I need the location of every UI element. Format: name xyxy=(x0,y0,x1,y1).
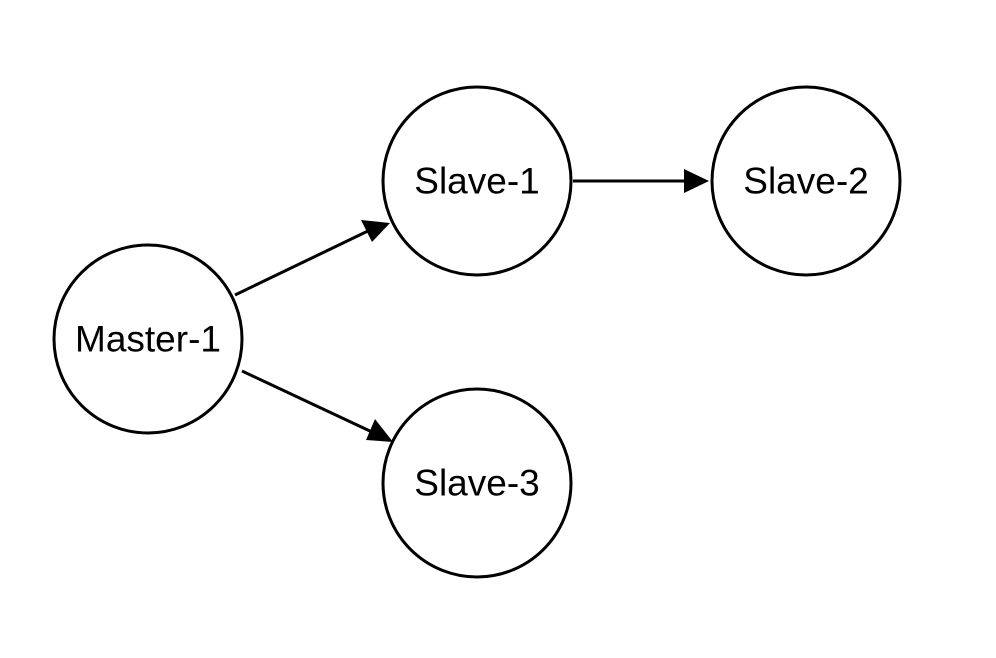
arrow-head-icon xyxy=(361,220,390,242)
edge-master-1-to-slave-1 xyxy=(234,220,390,297)
node-circle xyxy=(710,85,902,277)
edge-line xyxy=(234,228,371,297)
node-slave-2: Slave-2 xyxy=(710,85,902,277)
edges xyxy=(234,169,709,442)
node-label: Slave-1 xyxy=(414,161,539,202)
node-slave-3: Slave-3 xyxy=(381,387,573,579)
arrow-head-icon xyxy=(684,169,709,193)
edge-slave-1-to-slave-2 xyxy=(573,169,709,193)
node-circle xyxy=(381,85,573,277)
node-label: Master-1 xyxy=(75,319,221,360)
node-label: Slave-2 xyxy=(743,161,868,202)
edge-line xyxy=(241,369,373,434)
node-label: Slave-3 xyxy=(414,463,539,504)
edge-master-1-to-slave-3 xyxy=(241,369,393,442)
arrow-head-icon xyxy=(366,419,393,442)
node-slave-1: Slave-1 xyxy=(381,85,573,277)
node-circle xyxy=(52,243,244,435)
node-circle xyxy=(381,387,573,579)
node-master-1: Master-1 xyxy=(52,243,244,435)
